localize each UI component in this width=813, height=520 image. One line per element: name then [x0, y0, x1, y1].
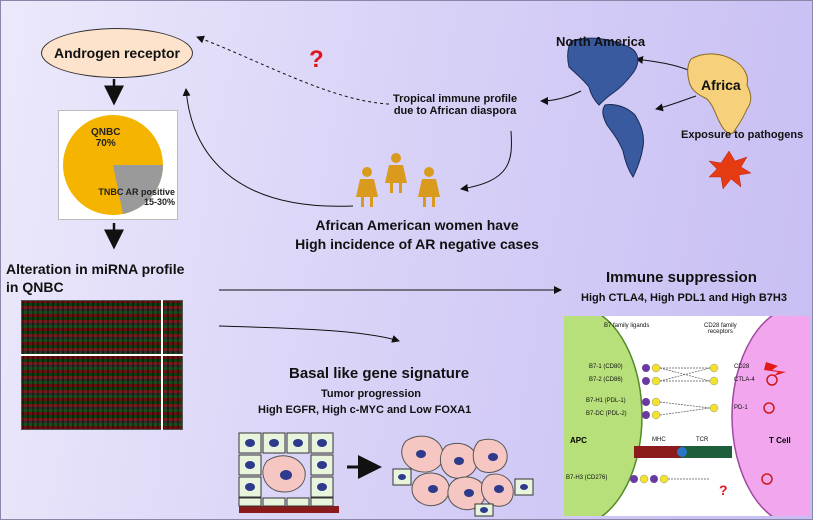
ligand-label: B7-H3 (CD276) — [566, 475, 608, 481]
inhibit-icon — [766, 374, 778, 386]
immune-subtitle: High CTLA4, High PDL1 and High B7H3 — [581, 292, 787, 304]
cd28-family-label: CD28 family receptors — [704, 323, 737, 335]
androgen-receptor-label: Androgen receptor — [53, 45, 180, 61]
african-american-line2: High incidence of AR negative cases — [295, 236, 539, 252]
inhibit-icon — [761, 473, 773, 485]
pie-slice-tnbc — [113, 165, 163, 214]
tcell-cell — [731, 316, 810, 516]
question-mark: ? — [309, 46, 324, 73]
pathogen-burst-icon — [708, 150, 752, 190]
mirna-heatmap — [21, 300, 183, 430]
pie-chart — [63, 115, 163, 215]
africa-to-sa-arrow — [655, 95, 697, 112]
cd28-family-line2: receptors — [707, 329, 733, 335]
africa-label: Africa — [701, 77, 741, 93]
basal-title: Basal like gene signature — [289, 365, 470, 382]
ligand-label: B7-H1 (PDL-1) — [586, 398, 626, 404]
immune-question-mark: ? — [719, 482, 728, 498]
tcr-bar — [682, 446, 732, 458]
africa-shape — [687, 53, 752, 134]
map-to-tropical-arrow — [540, 90, 582, 105]
dashed-arrow-to-ar — [196, 35, 390, 105]
apc-cell — [564, 316, 643, 516]
apc-label: APC — [570, 436, 587, 445]
invasive-tumor-cells — [392, 435, 534, 517]
pie-panel: QNBC 70% TNBC AR positive 15-30% — [58, 110, 178, 220]
mirna-line1: Alteration in miRNA profile — [6, 261, 185, 277]
north-america-shape — [567, 37, 639, 106]
pie-tnbc-pct: 15-30% — [143, 197, 175, 207]
africa-to-na-arrow — [635, 55, 692, 72]
tropical-line1: Tropical immune profile — [393, 93, 518, 105]
activation-bolt-icon — [764, 362, 786, 376]
woman-icon — [356, 167, 378, 207]
tropical-text: Tropical immune profile due to African d… — [393, 93, 517, 117]
receptor-label: CTLA-4 — [734, 377, 755, 383]
woman-icon — [385, 153, 407, 193]
cd28-family-line1: CD28 family — [704, 323, 737, 329]
pie-qnbc-label: QNBC — [91, 127, 121, 138]
immune-diagram — [564, 316, 810, 516]
pie-tnbc-label: TNBC AR positive — [98, 187, 175, 197]
tcell-label: T Cell — [769, 436, 791, 445]
north-america-label: North America — [556, 34, 646, 49]
organized-epithelium — [238, 432, 339, 513]
mirna-to-basal-arrow — [218, 325, 400, 343]
immune-panel: B7 family ligands CD28 family receptors … — [564, 316, 810, 516]
binding-row — [642, 363, 719, 386]
b7-family-label: B7 family ligands — [604, 323, 650, 329]
mhc-bar — [634, 446, 682, 458]
south-america-shape — [602, 104, 644, 178]
mirna-text: Alteration in miRNA profile in QNBC — [6, 260, 184, 296]
dashed-arrow-to-women — [460, 130, 512, 192]
ligand-label: B7-DC (PDL-2) — [586, 411, 627, 417]
exposure-label: Exposure to pathogens — [681, 129, 804, 141]
receptor-label: CD28 — [734, 364, 750, 370]
african-american-line1: African American women have — [315, 217, 519, 233]
woman-icon — [418, 167, 440, 207]
tropical-line2: due to African diaspora — [393, 105, 517, 117]
receptor-label: PD-1 — [734, 405, 748, 411]
binding-row — [642, 397, 719, 420]
androgen-receptor-node: Androgen receptor — [41, 28, 193, 78]
basal-line2: High EGFR, High c-MYC and Low FOXA1 — [258, 404, 472, 416]
tcr-label: TCR — [696, 437, 709, 443]
ligand-label: B7-1 (CD80) — [589, 364, 623, 370]
women-to-ar-arrow — [182, 88, 354, 207]
african-american-text: African American women have High inciden… — [267, 216, 567, 254]
heatmap-divider — [161, 300, 163, 430]
ligand-label: B7-2 (CD86) — [589, 377, 623, 383]
pie-qnbc-pct: 70% — [95, 138, 116, 149]
immune-title: Immune suppression — [606, 269, 757, 286]
mhc-label: MHC — [652, 437, 666, 443]
inhibit-icon — [763, 402, 775, 414]
binding-row — [630, 474, 710, 484]
mirna-line2: in QNBC — [6, 279, 64, 295]
basal-line1: Tumor progression — [321, 388, 422, 400]
heatmap-divider — [21, 354, 183, 356]
